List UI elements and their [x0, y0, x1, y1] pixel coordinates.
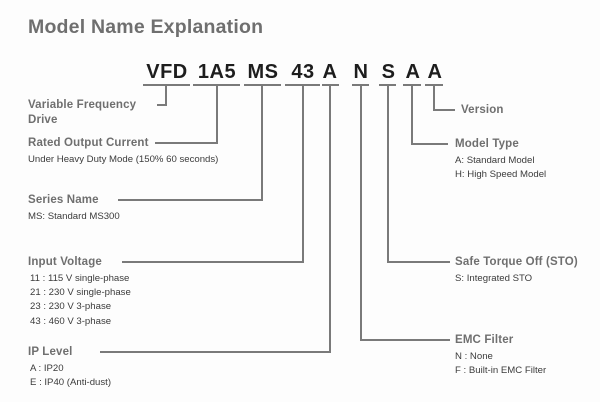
code-segment-1a5: 1A5: [197, 61, 237, 83]
wire-emc-filter: [360, 85, 450, 341]
options-emc-filter: N : None F : Built-in EMC Filter: [455, 350, 546, 378]
option-emc-filter-0: N : None: [455, 351, 493, 362]
label-variable-frequency-drive-line2: Drive: [28, 113, 58, 126]
option-model-type-1: H: High Speed Model: [455, 169, 547, 181]
code-segment-ip: A: [322, 61, 338, 83]
label-model-type: Model Type: [455, 138, 519, 150]
label-variable-frequency-drive-line1: Variable Frequency: [28, 99, 137, 111]
option-input-voltage-1: 21 : 230 V single-phase: [30, 287, 131, 299]
label-emc-filter: EMC Filter: [455, 334, 514, 346]
wire-safe-torque-off: [387, 85, 450, 263]
code-segment-sto: S: [381, 61, 396, 83]
label-rated-output-current: Rated Output Current: [28, 137, 149, 149]
option-ip-level-1: E : IP40 (Anti-dust): [30, 377, 112, 389]
code-segment-43: 43: [291, 61, 315, 83]
wire-rated-output-current: [155, 85, 218, 144]
option-input-voltage-0: 11 : 115 V single-phase: [30, 273, 130, 284]
wire-model-type: [411, 85, 448, 145]
options-model-type: A: Standard Model H: High Speed Model: [455, 154, 546, 182]
option-input-voltage-2: 23 : 230 V 3-phase: [30, 301, 112, 313]
page-title: Model Name Explanation: [28, 16, 264, 38]
option-safe-torque-off-0: S: Integrated STO: [455, 273, 533, 284]
label-input-voltage: Input Voltage: [28, 256, 102, 268]
note-rated-output-current: Under Heavy Duty Mode (150% 60 seconds): [28, 154, 219, 165]
option-ip-level-0: A : IP20: [30, 363, 64, 374]
label-series-name: Series Name: [28, 194, 99, 206]
option-model-type-0: A: Standard Model: [455, 155, 535, 166]
option-series-name-0: MS: Standard MS300: [28, 211, 120, 222]
code-segment-model-type: A: [405, 61, 421, 83]
label-version: Version: [461, 104, 504, 116]
label-variable-frequency-drive: Variable Frequency Drive: [28, 98, 136, 127]
wire-variable-frequency-drive: [157, 85, 167, 106]
options-input-voltage: 11 : 115 V single-phase 21 : 230 V singl…: [30, 272, 131, 329]
wire-version: [433, 85, 455, 111]
code-segment-vfd: VFD: [146, 61, 188, 83]
code-segment-ms: MS: [247, 61, 279, 83]
label-safe-torque-off: Safe Torque Off (STO): [455, 256, 578, 268]
options-ip-level: A : IP20 E : IP40 (Anti-dust): [30, 362, 111, 390]
option-emc-filter-1: F : Built-in EMC Filter: [455, 365, 547, 377]
code-segment-version: A: [427, 61, 443, 83]
option-input-voltage-3: 43 : 460 V 3-phase: [30, 315, 112, 327]
options-series-name: MS: Standard MS300: [28, 210, 120, 224]
label-ip-level: IP Level: [28, 346, 73, 358]
wire-input-voltage: [122, 85, 304, 263]
options-safe-torque-off: S: Integrated STO: [455, 272, 532, 286]
code-segment-emc: N: [353, 61, 369, 83]
